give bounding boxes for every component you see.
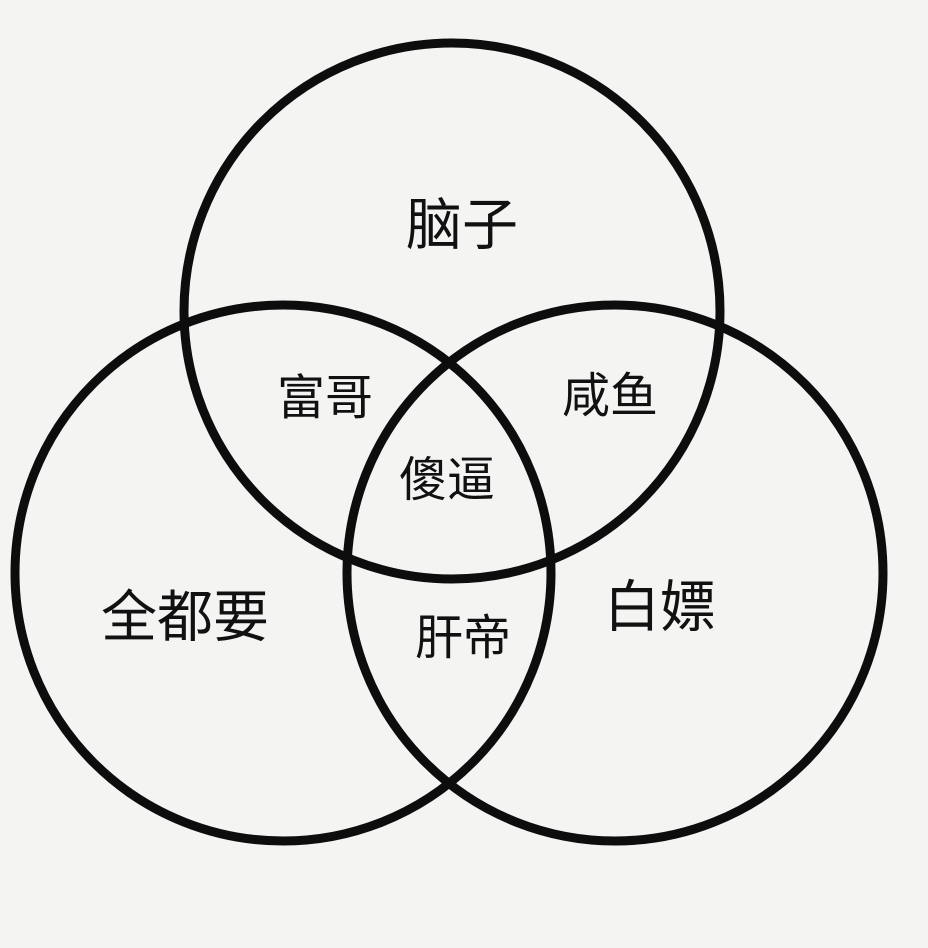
region-top-only-label: 脑子 [406,194,518,259]
region-left-only-label: 全都要 [101,586,269,651]
region-right-only-label: 白嫖 [604,576,716,641]
circle-right [342,300,888,846]
circle-top [179,38,725,584]
region-left-right-label: 肝帝 [415,610,511,666]
region-all-three-label: 傻逼 [399,452,495,508]
circle-left [10,300,556,846]
region-top-right-label: 咸鱼 [562,368,658,424]
region-top-left-label: 富哥 [277,370,373,426]
